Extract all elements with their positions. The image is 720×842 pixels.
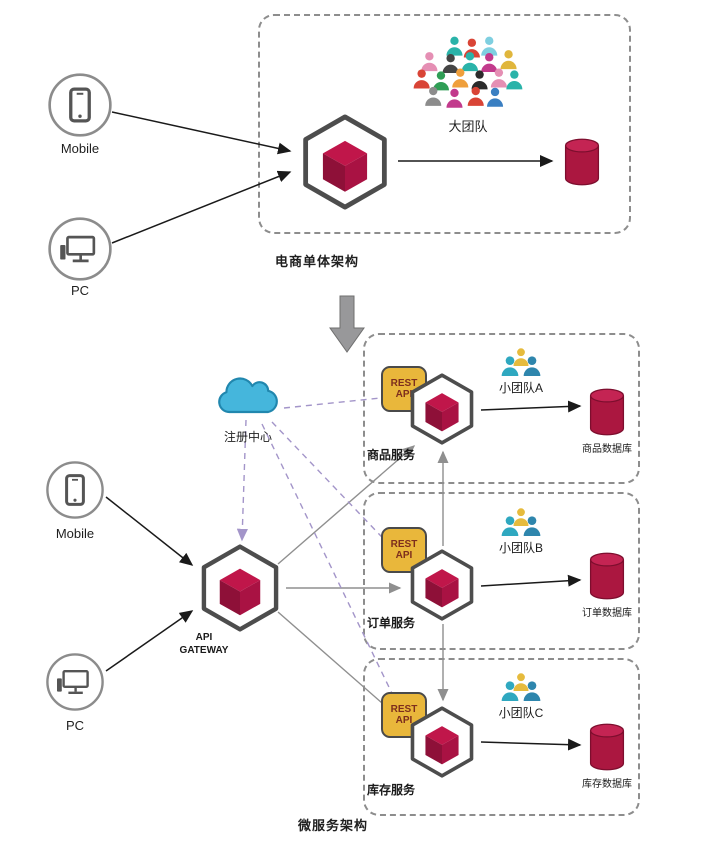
api-gateway-label-line2: GATEWAY bbox=[179, 644, 229, 656]
mobile-client-icon bbox=[47, 72, 113, 138]
pc-client-label: PC bbox=[65, 718, 85, 733]
section-transition-arrow bbox=[329, 295, 365, 353]
microservices-caption: 微服务架构 bbox=[297, 818, 368, 833]
rest-api-badge-line1: REST bbox=[390, 377, 418, 389]
inventory-service-label: 库存服务 bbox=[367, 783, 416, 797]
rest-api-badge-line1: REST bbox=[390, 703, 418, 715]
order-service-label: 订单服务 bbox=[367, 616, 416, 630]
mobile-client-label: Mobile bbox=[60, 141, 100, 156]
inventory-database-icon bbox=[588, 723, 626, 771]
big-team-label: 大团队 bbox=[448, 119, 488, 134]
small-team-c-icon bbox=[498, 672, 544, 702]
small-team-a-icon bbox=[498, 347, 544, 377]
inventory-service-cube-icon bbox=[406, 706, 478, 778]
product-database-icon bbox=[588, 388, 626, 436]
monolith-app-cube-icon bbox=[297, 114, 393, 210]
small-team-a-label: 小团队A bbox=[498, 381, 543, 395]
rest-api-badge-line2: API bbox=[395, 389, 413, 400]
monolith-caption: 电商单体架构 bbox=[274, 254, 359, 269]
product-service-label: 商品服务 bbox=[367, 448, 416, 462]
pc-client-icon bbox=[45, 652, 105, 712]
product-database-label: 商品数据库 bbox=[582, 444, 632, 455]
mobile-client-icon bbox=[45, 460, 105, 520]
mobile-client-label: Mobile bbox=[55, 526, 95, 541]
order-database-label: 订单数据库 bbox=[582, 608, 632, 619]
registry-cloud-icon bbox=[212, 369, 284, 419]
big-team-crowd-icon bbox=[412, 34, 524, 112]
rest-api-badge-line2: API bbox=[395, 550, 413, 561]
product-service-cube-icon bbox=[406, 373, 478, 445]
small-team-c-label: 小团队C bbox=[498, 706, 544, 720]
service-box-inventory bbox=[363, 658, 640, 816]
monolith-database-icon bbox=[563, 138, 601, 186]
small-team-b-label: 小团队B bbox=[498, 541, 543, 555]
pc-client-icon bbox=[47, 216, 113, 282]
pc-client-label: PC bbox=[70, 283, 90, 298]
inventory-database-label: 库存数据库 bbox=[582, 779, 632, 790]
order-service-cube-icon bbox=[406, 549, 478, 621]
rest-api-badge-line2: API bbox=[395, 715, 413, 726]
rest-api-badge-line1: REST bbox=[390, 538, 418, 550]
small-team-b-icon bbox=[498, 507, 544, 537]
api-gateway-label-line1: API bbox=[195, 632, 213, 643]
api-gateway-label: API GATEWAY bbox=[158, 632, 250, 657]
registry-label: 注册中心 bbox=[223, 430, 272, 444]
order-database-icon bbox=[588, 552, 626, 600]
api-gateway-cube-icon bbox=[196, 544, 284, 632]
